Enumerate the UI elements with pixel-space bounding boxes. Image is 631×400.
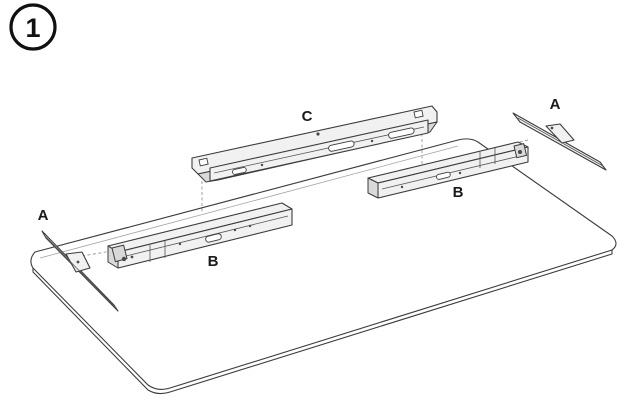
step-number: 1	[25, 13, 40, 43]
label-bracket-a-left: A	[38, 207, 49, 224]
crossbar-c	[191, 105, 438, 183]
rail-b-left	[107, 202, 293, 269]
label-bracket-a-right: A	[550, 96, 561, 113]
step-badge: 1	[9, 3, 57, 51]
rail-b-right	[367, 141, 529, 199]
label-crossbar-c: C	[302, 108, 313, 125]
label-rail-b-left: B	[208, 253, 219, 270]
desktop-panel	[30, 138, 617, 395]
bracket-a-left	[41, 230, 119, 312]
label-rail-b-right: B	[453, 184, 464, 201]
bracket-a-right	[512, 112, 607, 171]
